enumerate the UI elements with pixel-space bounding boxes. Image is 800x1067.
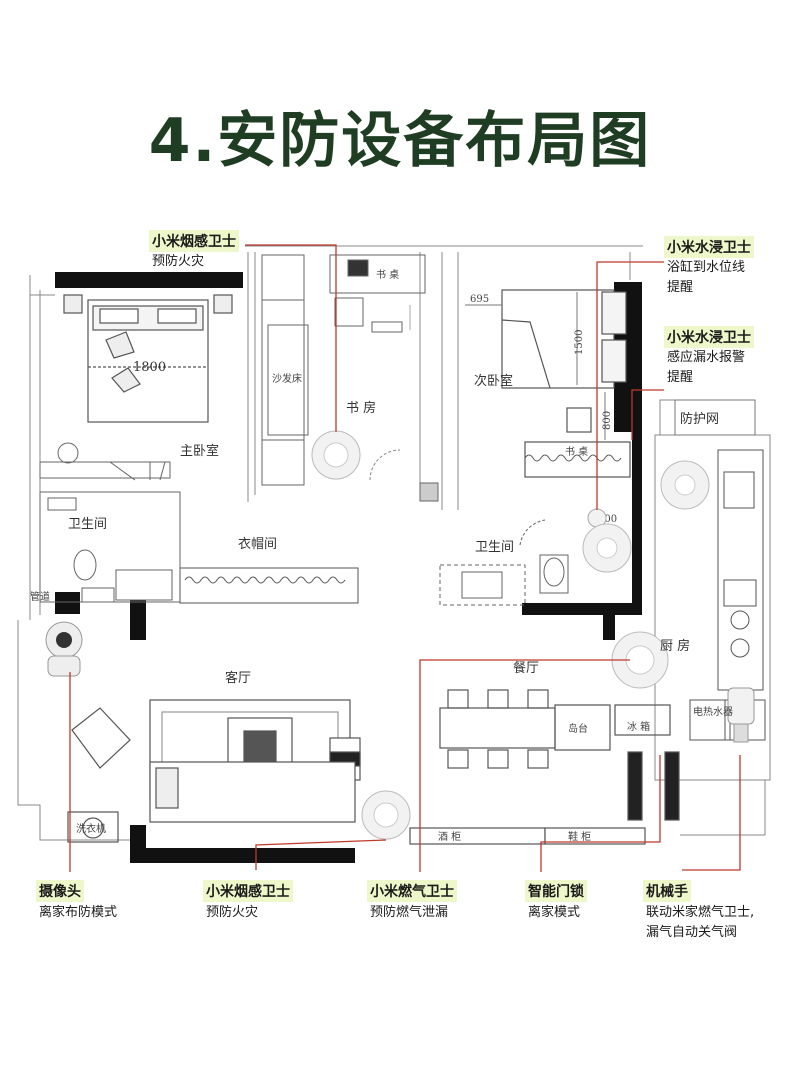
study-furniture — [261, 254, 439, 502]
dim-900: 900 — [598, 514, 617, 525]
master-bed-dimension: 1800 — [133, 360, 166, 375]
callout-water-top-desc: 浴缸到水位线 提醒 — [667, 260, 746, 295]
room-bath-right: 卫生间 — [475, 540, 514, 555]
callout-camera-desc: 离家布防模式 — [39, 905, 118, 920]
room-master-bedroom: 主卧室 — [180, 443, 219, 459]
callout-arm-title: 机械手 — [643, 880, 691, 902]
water-sensor-bath — [582, 523, 632, 573]
living-room-furniture — [67, 699, 361, 843]
callout-water-mid-desc: 感应漏水报警 提醒 — [667, 350, 746, 385]
room-living: 客厅 — [225, 670, 251, 686]
bath-left-fixtures — [39, 491, 181, 603]
room-study: 书 房 — [346, 400, 376, 416]
mechanical-arm — [727, 687, 755, 743]
bath-right-fixtures — [439, 519, 569, 606]
smoke-detector-study — [311, 430, 361, 480]
page-title: 4.安防设备布局图 — [148, 106, 652, 176]
camera-device — [45, 621, 83, 677]
callout-lock-desc: 离家模式 — [528, 905, 581, 920]
callout-smoke-top-desc: 预防火灾 — [152, 254, 205, 269]
callout-gas-desc: 预防燃气泄漏 — [370, 905, 449, 920]
room-guard-net: 防护网 — [680, 411, 719, 427]
dining-furniture — [409, 689, 680, 845]
label-washer: 洗衣机 — [76, 822, 106, 835]
callout-lock-title: 智能门锁 — [525, 880, 587, 902]
room-bath-left: 卫生间 — [68, 517, 107, 532]
water-sensor-kitchen — [660, 460, 710, 510]
label-water-heater: 电热水器 — [693, 705, 733, 718]
label-desk-second: 书 桌 — [565, 445, 588, 458]
room-kitchen: 厨 房 — [660, 638, 690, 654]
callout-smoke-bottom-desc: 预防火灾 — [206, 905, 259, 920]
room-cloakroom: 衣帽间 — [238, 536, 277, 552]
dim-695: 695 — [470, 294, 489, 305]
label-wine-cabinet: 酒 柜 — [438, 830, 461, 843]
label-balcony: 管道 — [30, 590, 50, 603]
room-second-bedroom: 次卧室 — [474, 373, 513, 389]
dim-1500: 1500 — [574, 330, 585, 355]
callout-camera-title: 摄像头 — [36, 880, 84, 902]
callout-smoke-bottom-title: 小米烟感卫士 — [203, 880, 293, 902]
dim-800: 800 — [602, 411, 613, 430]
master-bed — [63, 294, 233, 423]
wardrobe — [179, 454, 622, 604]
smoke-detector-living — [361, 790, 411, 840]
label-island: 岛台 — [568, 722, 588, 735]
callout-smoke-top-title: 小米烟感卫士 — [149, 230, 239, 252]
room-dining: 餐厅 — [513, 660, 539, 676]
label-shoe-cabinet: 鞋 柜 — [568, 830, 591, 843]
callout-water-top-title: 小米水浸卫士 — [664, 236, 754, 258]
label-desk-study: 书 桌 — [376, 268, 399, 281]
callout-gas-title: 小米燃气卫士 — [367, 880, 457, 902]
label-fridge: 冰 箱 — [627, 720, 650, 733]
label-sofa-bed: 沙发床 — [272, 372, 302, 385]
callout-water-mid-title: 小米水浸卫士 — [664, 326, 754, 348]
plan-outline — [17, 245, 771, 841]
callout-arm-desc: 联动米家燃气卫士, 漏气自动关气阀 — [646, 905, 755, 940]
second-bed — [501, 289, 631, 478]
leader-lines — [69, 244, 741, 872]
